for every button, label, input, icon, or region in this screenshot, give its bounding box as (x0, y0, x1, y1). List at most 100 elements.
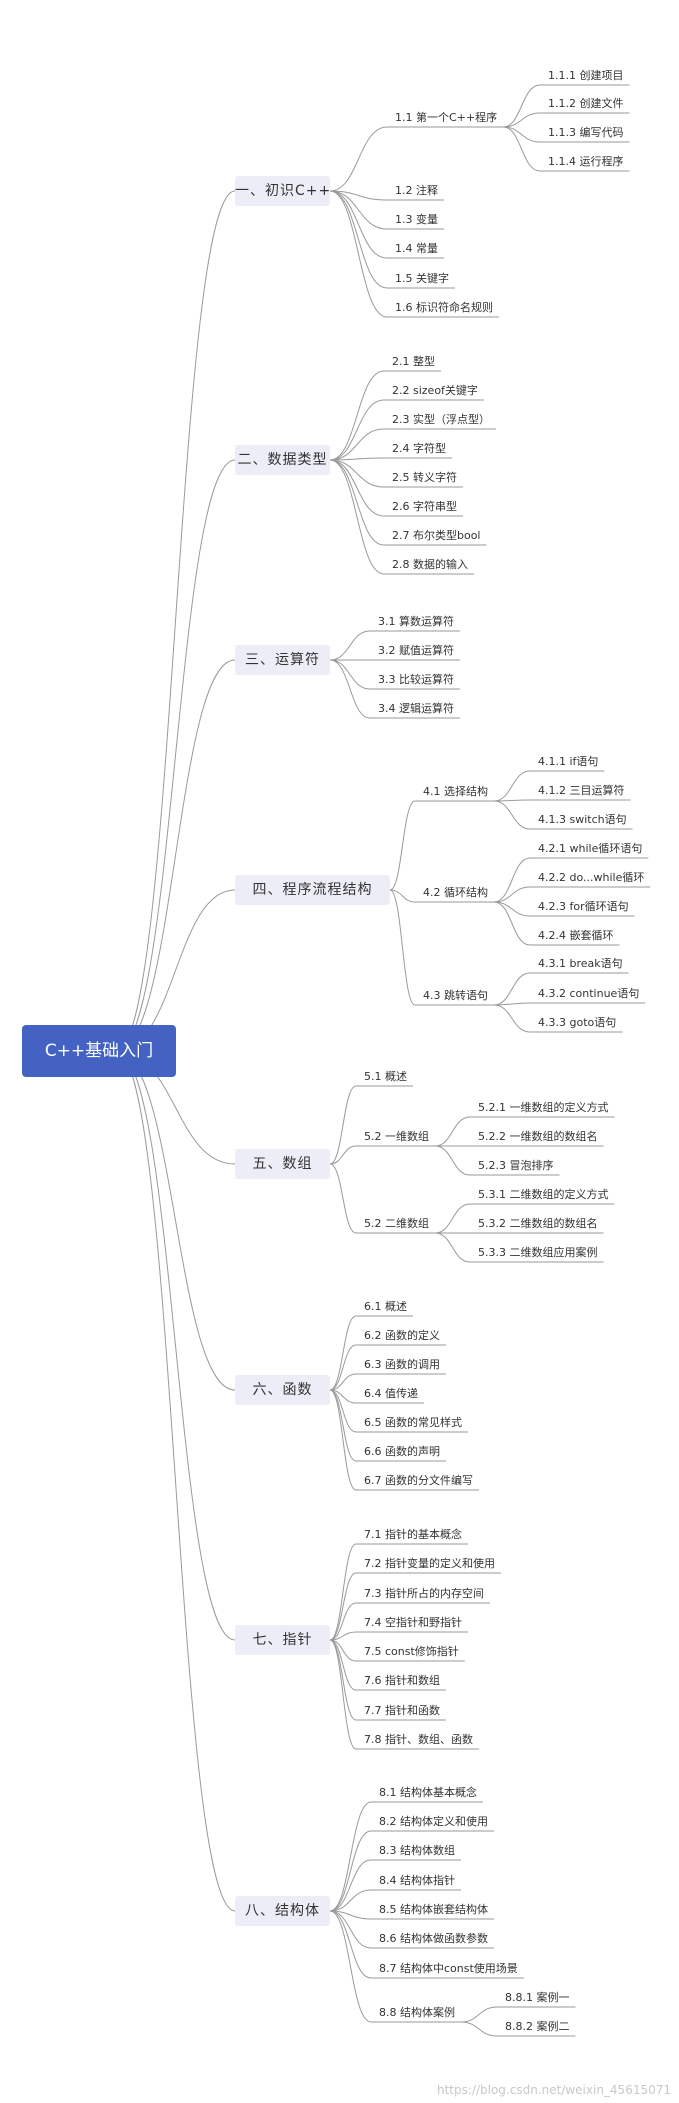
branch-node-2[interactable] (235, 445, 330, 475)
subtopic-node[interactable]: 4.2.1 while循环语句 (538, 842, 643, 855)
topic-node[interactable]: 7.8 指针、数组、函数 (364, 1733, 473, 1746)
topic-node[interactable]: 5.1 概述 (364, 1070, 407, 1083)
topic-node[interactable]: 4.2 循环结构 (423, 886, 488, 899)
topic-node[interactable]: 3.4 逻辑运算符 (378, 702, 454, 715)
subtopic-node[interactable]: 4.1.1 if语句 (538, 755, 599, 768)
branch-2-to-topic-connector (329, 459, 385, 488)
topic-to-subtopic-connector (503, 126, 541, 143)
branch-1-to-topic-connector (329, 190, 388, 201)
subtopic-node[interactable]: 5.3.1 二维数组的定义方式 (478, 1188, 609, 1201)
topic-node[interactable]: 2.7 布尔类型bool (392, 529, 481, 542)
branch-8-to-topic-connector (329, 1801, 372, 1912)
topic-node[interactable]: 8.5 结构体嵌套结构体 (379, 1903, 488, 1916)
root-node[interactable] (22, 1025, 176, 1077)
topic-node[interactable]: 4.1 选择结构 (423, 785, 488, 798)
topic-to-subtopic-connector (503, 126, 541, 172)
branch-node-1[interactable] (235, 176, 330, 206)
branch-8-to-topic-connector (329, 1830, 372, 1912)
topic-node[interactable]: 6.6 函数的声明 (364, 1445, 440, 1458)
branch-node-7-label: 七、指针 (252, 1632, 313, 1648)
topic-to-subtopic-connector (434, 1232, 471, 1263)
branch-node-7[interactable] (235, 1625, 330, 1655)
root-to-branch-7-connector (115, 1050, 236, 1641)
topic-node[interactable]: 2.4 字符型 (392, 442, 446, 455)
topic-node[interactable]: 8.6 结构体做函数参数 (379, 1932, 488, 1945)
topic-node[interactable]: 8.7 结构体中const使用场景 (379, 1962, 518, 1975)
root-to-branch-1-connector (115, 190, 236, 1052)
topic-node[interactable]: 5.2 二维数组 (364, 1217, 429, 1230)
subtopic-node[interactable]: 4.2.3 for循环语句 (538, 900, 629, 913)
topic-node[interactable]: 1.6 标识符命名规则 (395, 301, 493, 314)
topic-node[interactable]: 6.7 函数的分文件编写 (364, 1474, 473, 1487)
topic-node[interactable]: 1.1 第一个C++程序 (395, 111, 498, 124)
branch-node-6[interactable] (235, 1375, 330, 1405)
topic-node[interactable]: 3.1 算数运算符 (378, 615, 454, 628)
branch-node-3[interactable] (235, 645, 330, 675)
subtopic-node[interactable]: 5.2.1 一维数组的定义方式 (478, 1101, 609, 1114)
subtopic-node[interactable]: 4.2.2 do...while循环 (538, 871, 645, 884)
branch-2-to-topic-connector (329, 459, 385, 546)
branch-8-to-topic-connector (329, 1859, 372, 1912)
topic-node[interactable]: 7.2 指针变量的定义和使用 (364, 1557, 495, 1570)
topic-node[interactable]: 6.4 值传递 (364, 1387, 418, 1400)
subtopic-node[interactable]: 5.3.2 二维数组的数组名 (478, 1217, 598, 1230)
branch-1-to-topic-connector (329, 190, 388, 318)
subtopic-node[interactable]: 1.1.4 运行程序 (548, 155, 624, 168)
subtopic-node[interactable]: 5.2.2 一维数组的数组名 (478, 1130, 598, 1143)
topic-node[interactable]: 7.7 指针和函数 (364, 1704, 440, 1717)
branch-node-5[interactable] (235, 1149, 330, 1179)
branch-1-to-topic-connector (329, 190, 388, 259)
subtopic-node[interactable]: 1.1.2 创建文件 (548, 97, 624, 110)
branch-node-4[interactable] (235, 875, 390, 905)
subtopic-node[interactable]: 4.2.4 嵌套循环 (538, 929, 614, 942)
subtopic-node[interactable]: 5.3.3 二维数组应用案例 (478, 1246, 598, 1259)
subtopic-node[interactable]: 5.2.3 冒泡排序 (478, 1159, 554, 1172)
topic-node[interactable]: 2.5 转义字符 (392, 471, 457, 484)
subtopic-node[interactable]: 4.1.2 三目运算符 (538, 784, 625, 797)
topic-node[interactable]: 2.8 数据的输入 (392, 558, 468, 571)
topic-node[interactable]: 7.3 指针所占的内存空间 (364, 1587, 484, 1600)
subtopic-node[interactable]: 4.1.3 switch语句 (538, 813, 627, 826)
topic-node[interactable]: 6.5 函数的常见样式 (364, 1416, 462, 1429)
topic-node[interactable]: 3.2 赋值运算符 (378, 644, 454, 657)
branch-5-to-topic-connector (329, 1163, 357, 1234)
subtopic-node[interactable]: 1.1.3 编写代码 (548, 126, 624, 139)
topic-node[interactable]: 7.6 指针和数组 (364, 1674, 440, 1687)
branch-4-to-topic-connector (389, 889, 416, 1006)
branch-2-to-topic-connector (329, 370, 385, 461)
topic-node[interactable]: 2.3 实型（浮点型） (392, 413, 490, 426)
topic-node[interactable]: 5.2 一维数组 (364, 1130, 429, 1143)
topic-node[interactable]: 6.2 函数的定义 (364, 1329, 440, 1342)
branch-8-to-topic-connector (329, 1910, 372, 1949)
subtopic-node[interactable]: 4.3.3 goto语句 (538, 1016, 617, 1029)
topic-node[interactable]: 6.3 函数的调用 (364, 1358, 440, 1371)
topic-node[interactable]: 1.4 常量 (395, 242, 438, 255)
topic-node[interactable]: 7.5 const修饰指针 (364, 1645, 459, 1658)
topic-node[interactable]: 8.4 结构体指针 (379, 1874, 455, 1887)
branch-7-to-topic-connector (329, 1639, 357, 1721)
topic-node[interactable]: 1.2 注释 (395, 184, 438, 197)
topic-node[interactable]: 4.3 跳转语句 (423, 989, 488, 1002)
topic-node[interactable]: 7.1 指针的基本概念 (364, 1528, 462, 1541)
subtopic-node[interactable]: 8.8.1 案例一 (505, 1991, 570, 2004)
branch-node-8[interactable] (235, 1896, 330, 1926)
topic-node[interactable]: 6.1 概述 (364, 1300, 407, 1313)
topic-node[interactable]: 8.3 结构体数组 (379, 1844, 455, 1857)
branch-2-to-topic-connector (329, 459, 385, 517)
subtopic-node[interactable]: 4.3.1 break语句 (538, 957, 623, 970)
topic-node[interactable]: 8.2 结构体定义和使用 (379, 1815, 488, 1828)
topic-node[interactable]: 1.3 变量 (395, 213, 438, 226)
branch-6-to-topic-connector (329, 1344, 357, 1391)
topic-node[interactable]: 2.6 字符串型 (392, 500, 457, 513)
topic-node[interactable]: 8.1 结构体基本概念 (379, 1786, 477, 1799)
branch-5-to-topic-connector (329, 1145, 357, 1165)
topic-node[interactable]: 1.5 关键字 (395, 272, 449, 285)
subtopic-node[interactable]: 1.1.1 创建项目 (548, 69, 624, 82)
subtopic-node[interactable]: 4.3.2 continue语句 (538, 987, 640, 1000)
topic-node[interactable]: 8.8 结构体案例 (379, 2006, 455, 2019)
topic-node[interactable]: 7.4 空指针和野指针 (364, 1616, 462, 1629)
topic-node[interactable]: 2.2 sizeof关键字 (392, 384, 478, 397)
subtopic-node[interactable]: 8.8.2 案例二 (505, 2020, 570, 2033)
topic-node[interactable]: 3.3 比较运算符 (378, 673, 454, 686)
topic-node[interactable]: 2.1 整型 (392, 355, 435, 368)
